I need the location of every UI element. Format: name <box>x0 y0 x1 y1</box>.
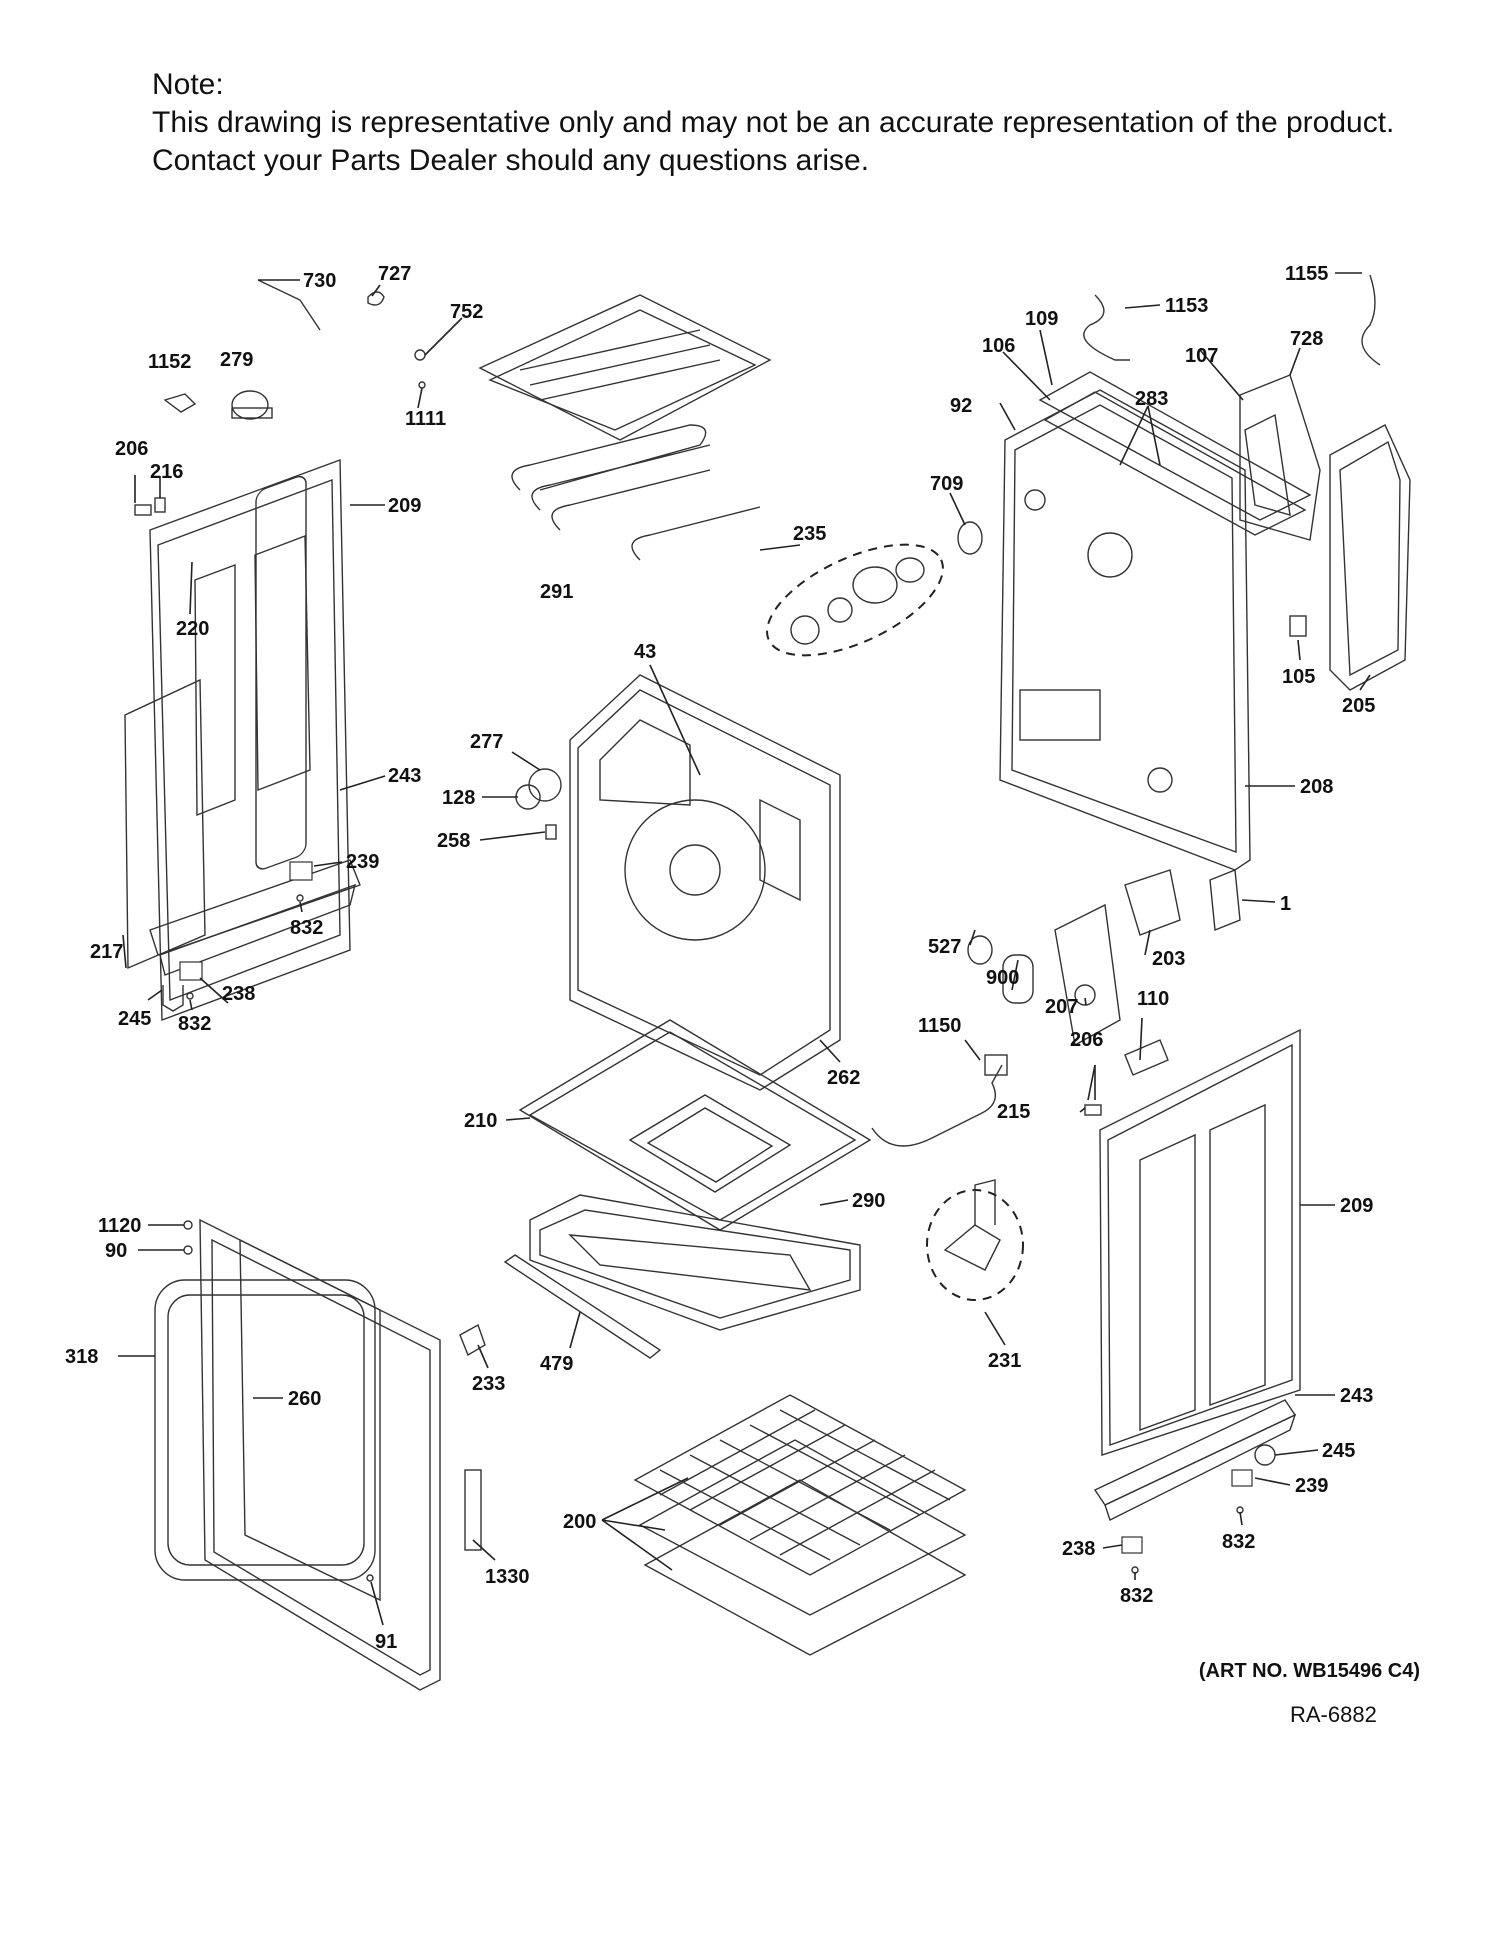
part-label: 231 <box>988 1350 1021 1372</box>
part-label: 527 <box>928 936 961 958</box>
part-label: 239 <box>1295 1475 1328 1497</box>
part-label: 90 <box>105 1240 127 1262</box>
part-label: 105 <box>1282 666 1315 688</box>
part-label: 210 <box>464 1110 497 1132</box>
part-label: 832 <box>178 1013 211 1035</box>
part-label: 216 <box>150 461 183 483</box>
right-side-panel <box>1093 1028 1301 1521</box>
leader-lines <box>118 272 1371 1626</box>
oven-racks <box>633 1394 967 1656</box>
note-title: Note: <box>152 68 224 101</box>
part-label: 1330 <box>485 1566 530 1588</box>
part-label: 206 <box>1070 1029 1103 1051</box>
part-label: 233 <box>472 1373 505 1395</box>
part-label: 290 <box>852 1190 885 1212</box>
oven-rear-panel <box>569 674 841 1091</box>
part-label: 277 <box>470 731 503 753</box>
part-label: 1153 <box>1165 295 1208 317</box>
part-label: 215 <box>997 1101 1030 1123</box>
right-back-panel <box>999 389 1251 871</box>
part-label: 220 <box>176 618 209 640</box>
part-label: 258 <box>437 830 470 852</box>
part-label: 208 <box>1300 776 1333 798</box>
part-label: 207 <box>1045 996 1078 1018</box>
part-label: 260 <box>288 1388 321 1410</box>
part-label: 709 <box>930 473 963 495</box>
part-label: 832 <box>290 917 323 939</box>
part-label: 235 <box>793 523 826 545</box>
part-label: 239 <box>346 851 379 873</box>
part-label: 279 <box>220 349 253 371</box>
part-drawings <box>124 274 1411 1691</box>
part-label: 209 <box>1340 1195 1373 1217</box>
part-label: 203 <box>1152 948 1185 970</box>
part-label: 109 <box>1025 308 1058 330</box>
note-line-2: Contact your Parts Dealer should any que… <box>152 144 870 177</box>
reference-number: RA-6882 <box>1290 1702 1377 1727</box>
part-label: 730 <box>303 270 336 292</box>
part-label: 1111 <box>405 408 446 430</box>
art-number: (ART NO. WB15496 C4) <box>1198 1660 1420 1682</box>
part-label: 1 <box>1280 893 1291 915</box>
part-label: 245 <box>1322 1440 1355 1462</box>
note-line-1: This drawing is representative only and … <box>152 106 1395 139</box>
part-label: 283 <box>1135 388 1168 410</box>
broil-element-assembly <box>478 294 772 561</box>
disclaimer-note: Note: This drawing is representative onl… <box>152 66 1452 180</box>
part-label: 728 <box>1290 328 1323 350</box>
part-label: 243 <box>388 765 421 787</box>
part-label: 291 <box>540 581 573 603</box>
part-label: 107 <box>1185 345 1218 367</box>
part-label: 900 <box>986 967 1019 989</box>
part-label: 1152 <box>148 351 191 373</box>
part-label: 128 <box>442 787 475 809</box>
part-label: 243 <box>1340 1385 1373 1407</box>
part-label: 238 <box>1062 1538 1095 1560</box>
part-label: 1155 <box>1285 263 1328 285</box>
part-label: 1150 <box>918 1015 961 1037</box>
part-label: 110 <box>1137 988 1169 1010</box>
oven-door <box>154 1218 441 1691</box>
part-label: 206 <box>115 438 148 460</box>
part-label: 245 <box>118 1008 151 1030</box>
part-label: 479 <box>540 1353 573 1375</box>
oven-bottom-tray <box>518 1019 872 1231</box>
part-label: 262 <box>827 1067 860 1089</box>
part-label: 43 <box>634 641 656 663</box>
part-labels: 730 727 752 1152 279 1111 206 216 209 22… <box>65 263 1375 1653</box>
part-label: 106 <box>982 335 1015 357</box>
part-label: 200 <box>563 1511 596 1533</box>
part-label: 91 <box>375 1631 397 1653</box>
part-label: 217 <box>90 941 123 963</box>
part-label: 752 <box>450 301 483 323</box>
left-side-panel <box>124 459 361 1021</box>
part-label: 209 <box>388 495 421 517</box>
part-label: 92 <box>950 395 972 417</box>
part-label: 832 <box>1120 1585 1153 1607</box>
part-label: 238 <box>222 983 255 1005</box>
part-label: 727 <box>378 263 411 285</box>
part-label: 832 <box>1222 1531 1255 1553</box>
part-label: 205 <box>1342 695 1375 717</box>
part-label: 318 <box>65 1346 98 1368</box>
part-label: 1120 <box>98 1215 141 1237</box>
